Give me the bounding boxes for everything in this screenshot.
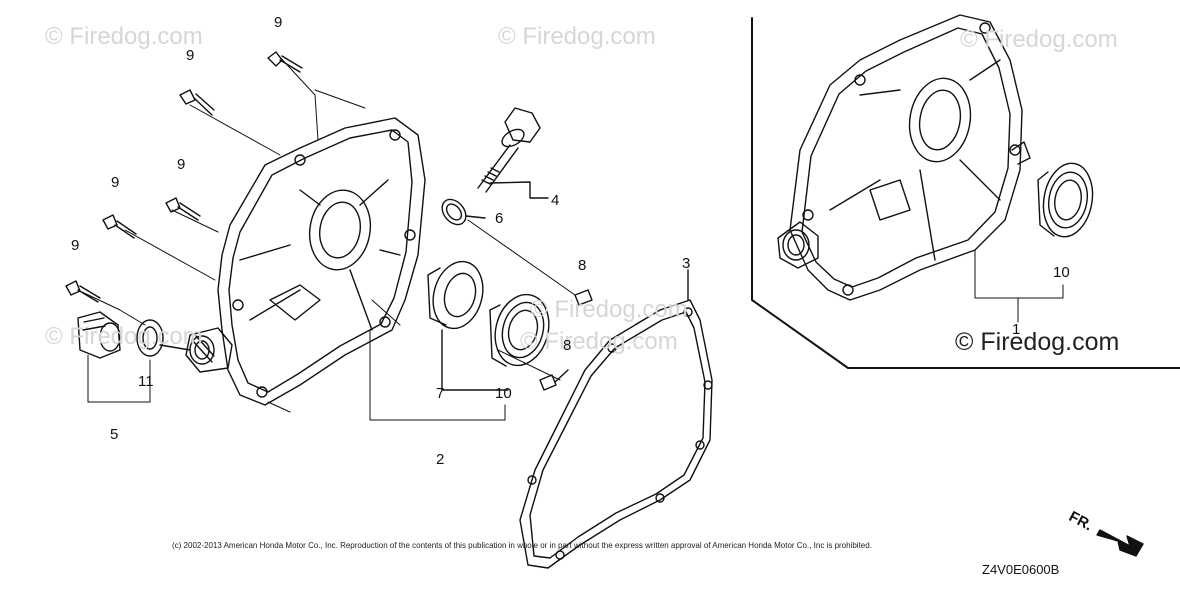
inset-brackets bbox=[974, 249, 1064, 323]
oil-seal-icon bbox=[427, 260, 509, 391]
watermark: © Firedog.com bbox=[45, 323, 203, 350]
watermark: © Firedog.com bbox=[960, 26, 1118, 53]
leader-lines bbox=[81, 54, 576, 413]
front-arrow-icon bbox=[1096, 529, 1144, 557]
callout-4: 4 bbox=[551, 192, 560, 209]
callout-9: 9 bbox=[177, 156, 186, 173]
group-brackets bbox=[87, 329, 506, 421]
callout-10: 10 bbox=[495, 385, 512, 402]
dipstick-icon bbox=[477, 107, 549, 199]
callout-9: 9 bbox=[111, 174, 120, 191]
callout-8: 8 bbox=[563, 337, 572, 354]
crankcase-cover bbox=[185, 117, 426, 406]
callout-7: 7 bbox=[436, 385, 445, 402]
bearing-icon bbox=[489, 293, 550, 367]
watermark-main: © Firedog.com bbox=[955, 328, 1120, 356]
callout-3: 3 bbox=[682, 255, 691, 272]
inset-frame bbox=[751, 17, 1180, 369]
callout-9: 9 bbox=[186, 47, 195, 64]
callout-11: 11 bbox=[138, 373, 154, 390]
callout-10: 10 bbox=[1053, 264, 1070, 281]
diagram-code: Z4V0E0600B bbox=[982, 562, 1060, 577]
watermark: © Firedog.com bbox=[520, 328, 678, 355]
callout-1: 1 bbox=[1012, 321, 1021, 338]
inset-bearing-icon bbox=[1037, 162, 1094, 238]
seal-icon bbox=[136, 319, 191, 357]
watermark: © Firedog.com bbox=[45, 23, 203, 50]
callout-5: 5 bbox=[110, 426, 119, 443]
callout-6: 6 bbox=[495, 210, 504, 227]
watermark: © Firedog.com bbox=[498, 23, 656, 50]
inset-crankcase-cover bbox=[777, 14, 1031, 301]
callout-9: 9 bbox=[71, 237, 80, 254]
dowel-pin-icon bbox=[539, 289, 593, 391]
watermark: © Firedog.com bbox=[530, 296, 688, 323]
callout-2: 2 bbox=[436, 451, 445, 468]
cap-icon bbox=[77, 311, 121, 359]
callout-8: 8 bbox=[578, 257, 587, 274]
copyright-notice: (c) 2002-2013 American Honda Motor Co., … bbox=[172, 541, 872, 550]
bolt-icon bbox=[65, 51, 303, 303]
o-ring-icon bbox=[441, 198, 486, 226]
gasket-icon bbox=[519, 269, 713, 569]
callout-9: 9 bbox=[274, 14, 283, 31]
